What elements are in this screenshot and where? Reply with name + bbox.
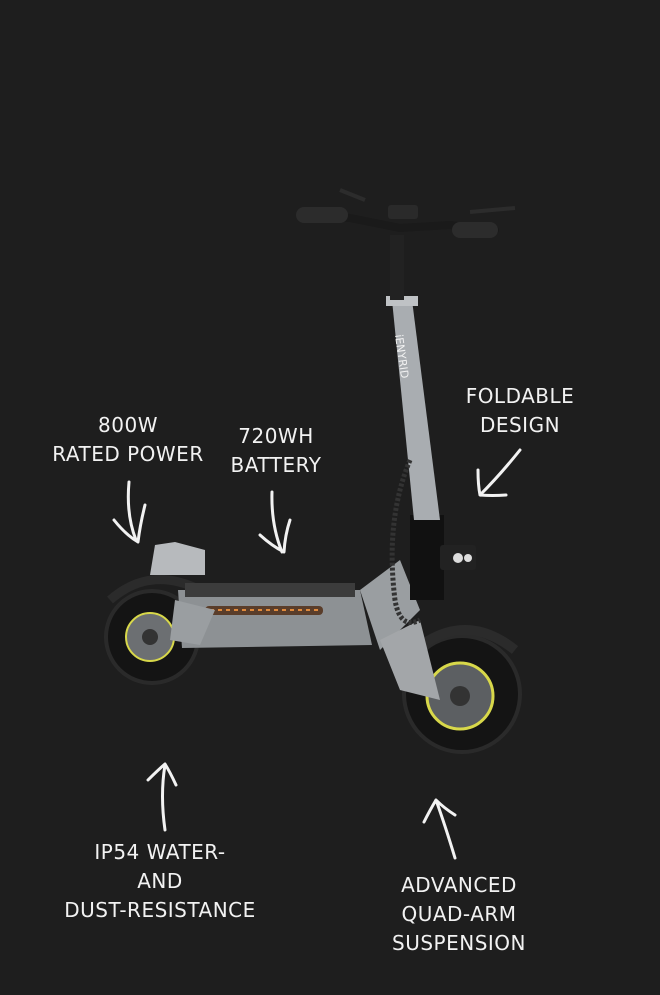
deck: [178, 590, 372, 648]
brand-logo: iENYRID: [392, 334, 411, 380]
left-grip: [296, 207, 348, 223]
arrow-suspension: [422, 798, 457, 860]
callout-water-line1: IP54 WATER-: [94, 840, 226, 864]
callout-suspension-line2: QUAD-ARM: [401, 902, 517, 926]
callout-suspension: ADVANCED QUAD-ARM SUSPENSION: [392, 871, 526, 958]
callout-suspension-line1: ADVANCED: [401, 873, 517, 897]
callout-water-line3: DUST-RESISTANCE: [64, 898, 256, 922]
arrow-battery: [258, 490, 292, 554]
callout-power-line1: 800W: [98, 413, 158, 437]
callout-water-line2: AND: [137, 869, 183, 893]
callout-battery: 720WH BATTERY: [231, 422, 322, 480]
callout-power: 800W RATED POWER: [52, 411, 203, 469]
stem: [392, 300, 440, 520]
callout-power-line2: RATED POWER: [52, 442, 204, 466]
arrow-folding: [476, 448, 522, 497]
callout-battery-line1: 720WH: [238, 424, 314, 448]
callout-water: IP54 WATER- AND DUST-RESISTANCE: [64, 838, 256, 925]
arrow-water: [146, 762, 178, 832]
arrow-power: [112, 480, 147, 544]
callout-battery-line2: BATTERY: [230, 453, 322, 477]
right-grip: [452, 222, 498, 238]
callout-folding-line2: DESIGN: [479, 413, 561, 437]
callout-folding-line1: FOLDABLE: [465, 384, 575, 408]
callout-folding: FOLDABLE DESIGN: [466, 382, 575, 440]
scooter: iENYRID: [104, 188, 522, 754]
callout-suspension-line3: SUSPENSION: [392, 931, 526, 955]
